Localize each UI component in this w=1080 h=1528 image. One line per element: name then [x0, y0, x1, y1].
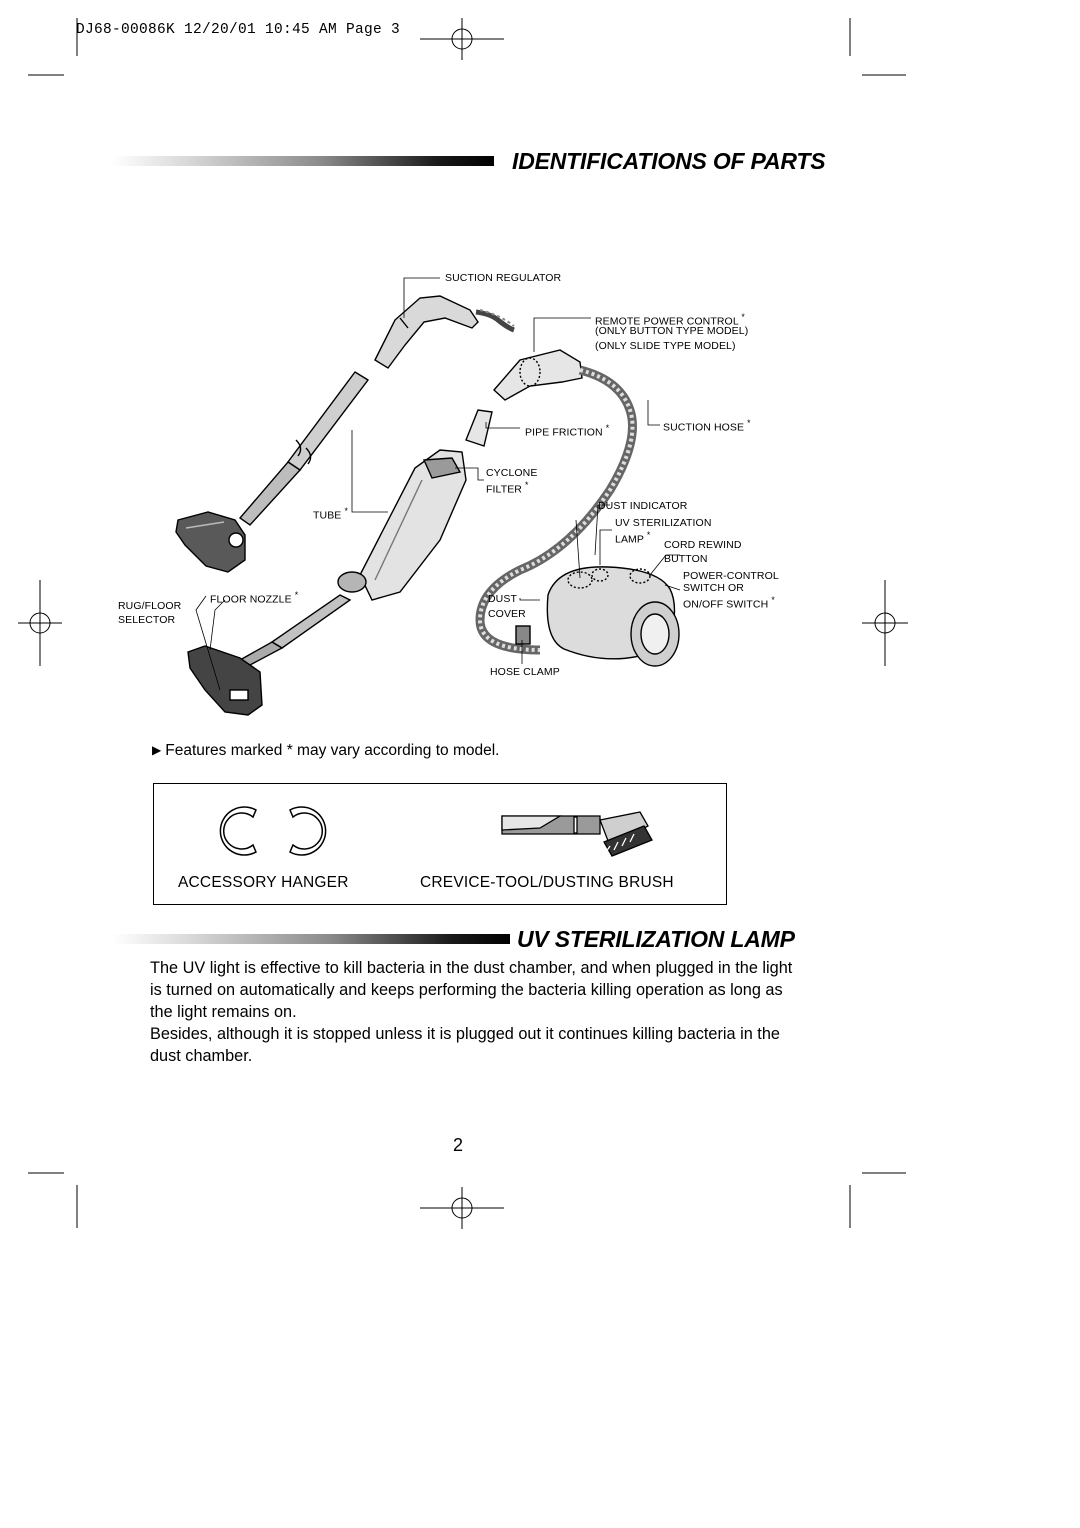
label-uv-lamp-line2: LAMP *	[615, 529, 712, 546]
bullet-triangle-icon: ▶	[152, 743, 162, 757]
crevice-tool-brush-icon	[501, 811, 653, 857]
star-marker: *	[741, 312, 745, 322]
label-floor-nozzle-text: FLOOR NOZZLE	[210, 593, 292, 606]
crop-marks	[28, 18, 906, 1228]
label-uv-lamp-line1: UV STERILIZATION	[615, 517, 712, 529]
label-uv-lamp: UV STERILIZATION LAMP *	[615, 517, 712, 546]
uv-lamp-description: The UV light is effective to kill bacter…	[150, 957, 800, 1067]
label-remote-note-slide: (ONLY SLIDE TYPE MODEL)	[595, 340, 736, 352]
accessory-hanger-icon	[219, 806, 327, 856]
label-cyclone-line2: FILTER *	[486, 479, 537, 496]
label-tube-text: TUBE	[313, 509, 342, 522]
label-rug-floor-selector: RUG/FLOOR SELECTOR	[118, 600, 181, 626]
label-tube: TUBE *	[313, 505, 348, 522]
accessory-hanger-label: ACCESSORY HANGER	[178, 874, 349, 891]
label-remote-note-button: (ONLY BUTTON TYPE MODEL)	[595, 325, 749, 337]
label-power-control-line3: ON/OFF SWITCH *	[683, 594, 779, 611]
label-suction-hose-text: SUCTION HOSE	[663, 421, 745, 434]
features-note-text: Features marked * may vary according to …	[165, 742, 500, 759]
star-marker: *	[646, 530, 651, 540]
label-dust-cover: DUST COVER	[488, 593, 526, 620]
star-marker: *	[344, 506, 348, 516]
label-power-control: POWER-CONTROL SWITCH OR ON/OFF SWITCH *	[683, 570, 779, 611]
label-cyclone-line1: CYCLONE	[486, 467, 538, 479]
label-cord-rewind: CORD REWIND BUTTON	[664, 539, 742, 565]
label-cord-rewind-line1: CORD REWIND	[664, 539, 742, 551]
registration-mark-top	[420, 18, 504, 60]
accessories-box	[153, 783, 727, 905]
registration-mark-left	[18, 580, 62, 666]
page-number: 2	[453, 1135, 464, 1155]
label-cyclone-line2-text: FILTER	[486, 483, 522, 496]
handle-assembly	[374, 295, 515, 369]
star-marker: *	[525, 480, 529, 490]
label-dust-indicator: DUST INDICATOR	[598, 500, 688, 512]
star-marker: *	[294, 590, 299, 600]
paragraph: Besides, although it is stopped unless i…	[150, 1025, 780, 1065]
label-power-control-line1: POWER-CONTROL	[683, 570, 779, 582]
registration-mark-bottom	[420, 1187, 504, 1229]
leader-lines	[195, 277, 681, 691]
label-hose-clamp: HOSE CLAMP	[490, 666, 560, 678]
label-power-control-line2: SWITCH OR	[683, 582, 744, 594]
title-bar-decoration	[112, 156, 494, 166]
label-suction-regulator: SUCTION REGULATOR	[445, 272, 562, 284]
vacuum-illustration	[175, 295, 680, 716]
label-dust-cover-line1: DUST	[488, 593, 517, 605]
label-power-control-line3-text: ON/OFF SWITCH	[683, 598, 769, 611]
star-marker: *	[605, 423, 610, 433]
star-marker: *	[747, 418, 751, 428]
section-title-identifications: IDENTIFICATIONS OF PARTS	[512, 148, 826, 174]
label-pipe-friction-text: PIPE FRICTION	[525, 426, 603, 439]
label-suction-hose: SUCTION HOSE *	[663, 417, 751, 434]
title-bar-decoration	[112, 934, 510, 944]
star-marker: *	[771, 595, 775, 605]
registration-mark-right	[862, 580, 908, 666]
label-pipe-friction: PIPE FRICTION *	[525, 422, 609, 439]
paragraph: The UV light is effective to kill bacter…	[150, 959, 793, 1021]
label-dust-cover-line2: COVER	[488, 608, 526, 620]
label-uv-lamp-line2-text: LAMP	[615, 533, 644, 546]
label-cord-rewind-line2: BUTTON	[664, 553, 708, 565]
crevice-tool-brush-label: CREVICE-TOOL/DUSTING BRUSH	[420, 874, 674, 891]
print-slug: DJ68-00086K 12/20/01 10:45 AM Page 3	[76, 22, 401, 38]
label-cyclone-filter: CYCLONE FILTER *	[486, 467, 537, 496]
label-remote-power-control-text: REMOTE POWER CONTROL	[595, 315, 739, 328]
section-title-uv-lamp: UV STERILIZATION LAMP	[517, 926, 795, 952]
features-note: ▶Features marked * may vary according to…	[152, 742, 499, 760]
label-floor-nozzle: FLOOR NOZZLE *	[210, 589, 298, 606]
label-rug-floor-line1: RUG/FLOOR	[118, 600, 182, 612]
label-remote-power-control: REMOTE POWER CONTROL *	[595, 311, 745, 328]
label-rug-floor-line2: SELECTOR	[118, 614, 176, 626]
